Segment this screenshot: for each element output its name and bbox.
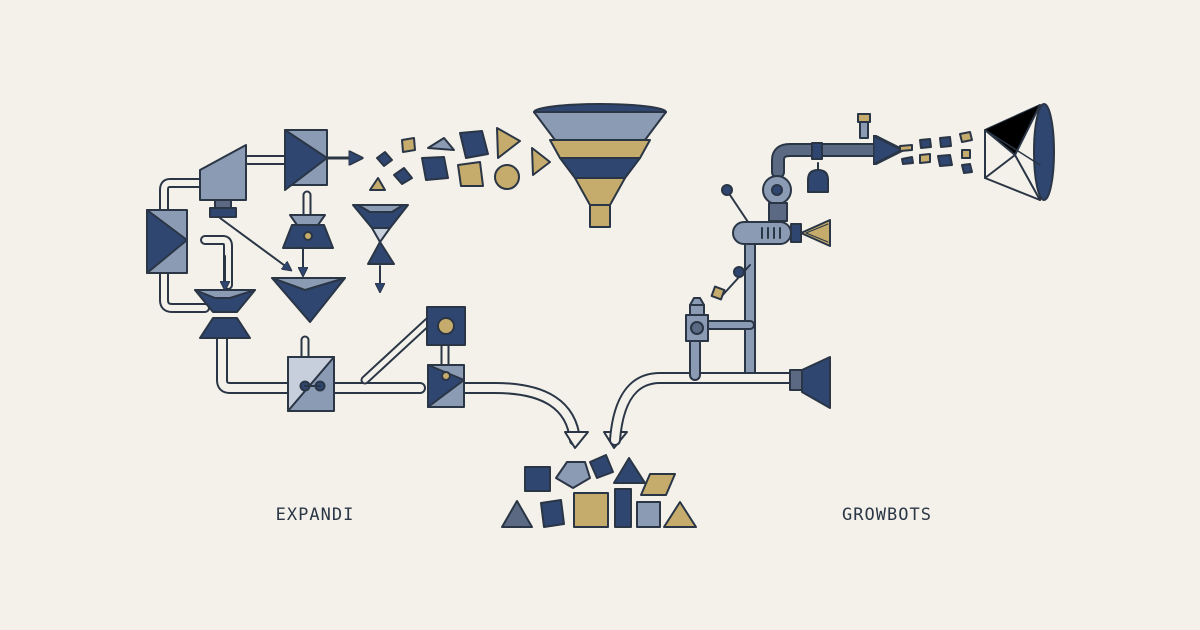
right-machine xyxy=(685,113,888,409)
label-expandi: EXPANDI xyxy=(275,505,355,525)
flying-shapes-left xyxy=(369,127,551,191)
envelope-icon xyxy=(984,103,1055,201)
funnel-icon xyxy=(533,103,667,228)
label-growbots: GROWBOTS xyxy=(842,505,932,525)
shape-pile xyxy=(501,454,697,528)
flying-shapes-right xyxy=(899,131,973,174)
valve-icon xyxy=(811,142,823,160)
megaphone-icon xyxy=(801,356,831,409)
right-pipes xyxy=(609,143,887,446)
left-pipes xyxy=(159,155,581,446)
left-machine xyxy=(146,129,466,412)
